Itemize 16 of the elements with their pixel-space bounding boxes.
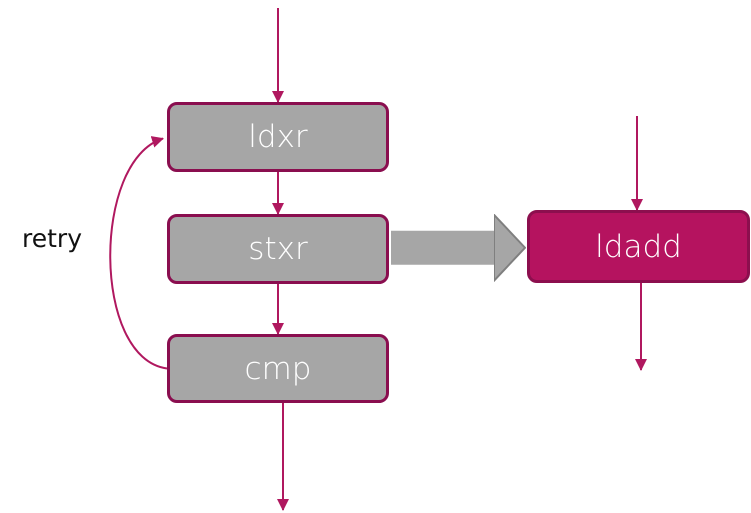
box-label: stxr [248, 231, 308, 267]
process-box [167, 334, 389, 403]
arrow [277, 403, 289, 511]
block-arrow [391, 214, 526, 282]
process-box [527, 210, 750, 283]
box-label: ldxr [248, 119, 308, 155]
arrow [272, 8, 284, 103]
process-box [167, 214, 389, 284]
process-box [167, 102, 389, 172]
arrow [109, 138, 168, 370]
box-label: ldadd [595, 228, 682, 264]
arrow [635, 283, 647, 371]
arrow [272, 284, 284, 335]
box-label: cmp [244, 350, 312, 386]
arrow [272, 172, 284, 215]
arrow [631, 116, 643, 211]
